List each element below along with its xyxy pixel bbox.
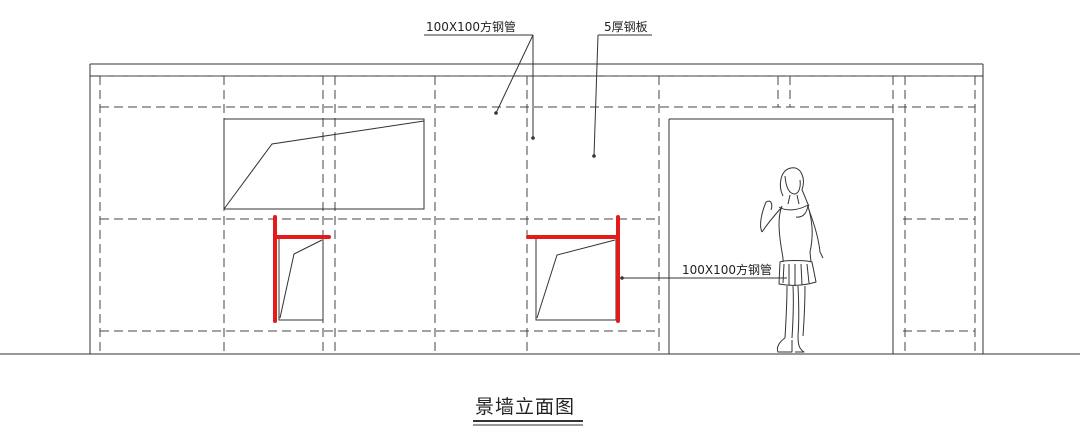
steel-frame-dashed: [99, 75, 976, 354]
drawing-title: 景墙立面图: [475, 396, 575, 418]
steel-tube-highlight: [273, 215, 620, 323]
upper-window: [223, 118, 425, 210]
leader-dots: [494, 111, 624, 280]
human-scale-figure: [760, 167, 824, 353]
steel-tube-label-middle: 100X100方钢管: [682, 262, 772, 277]
leader-lines: [424, 34, 787, 279]
lower-right-window: [535, 237, 617, 321]
door-opening: [668, 118, 894, 354]
lower-left-window: [278, 237, 324, 321]
steel-plate-label: 5厚钢板: [604, 20, 648, 34]
steel-tube-label-top: 100X100方钢管: [426, 19, 516, 34]
